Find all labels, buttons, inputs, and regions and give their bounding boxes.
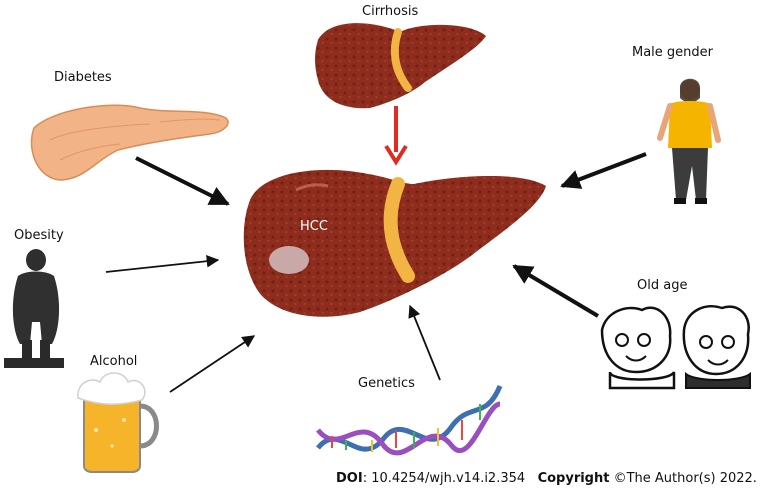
- label-cirrhosis: Cirrhosis: [362, 4, 419, 19]
- label-alcohol: Alcohol: [90, 354, 138, 369]
- alcohol-arrow: [169, 335, 256, 393]
- doi-value: : 10.4254/wjh.v14.i2.354: [362, 471, 526, 486]
- diabetes-arrow: [135, 156, 230, 206]
- obesity-arrow: [105, 254, 220, 273]
- male-figure-icon: [657, 78, 721, 204]
- old-age-arrow: [512, 264, 600, 318]
- copyright-value: ©The Author(s) 2022.: [609, 471, 757, 486]
- label-obesity: Obesity: [14, 228, 64, 243]
- hcc-liver-icon: [243, 169, 546, 317]
- pancreas-icon: [30, 104, 229, 181]
- label-diabetes: Diabetes: [54, 70, 112, 85]
- doi-label: DOI: [336, 471, 363, 486]
- cirrhosis-liver-icon: [315, 23, 486, 109]
- genetics-arrow: [408, 304, 441, 381]
- old-couple-icon: [600, 305, 751, 390]
- obesity-figure-icon: [4, 249, 64, 368]
- tumor-lesion: [269, 246, 309, 274]
- label-old-age: Old age: [637, 278, 688, 293]
- beer-mug-icon: [77, 372, 159, 473]
- copyright-label: Copyright: [537, 471, 610, 486]
- label-genetics: Genetics: [358, 376, 415, 391]
- cirrhosis-arrow: [384, 106, 408, 166]
- male-gender-arrow: [560, 152, 647, 189]
- label-male-gender: Male gender: [632, 45, 714, 60]
- label-hcc: HCC: [300, 219, 328, 234]
- dna-helix-icon: [316, 385, 503, 456]
- citation-footer: DOI: 10.4254/wjh.v14.i2.354 Copyright ©T…: [336, 471, 757, 486]
